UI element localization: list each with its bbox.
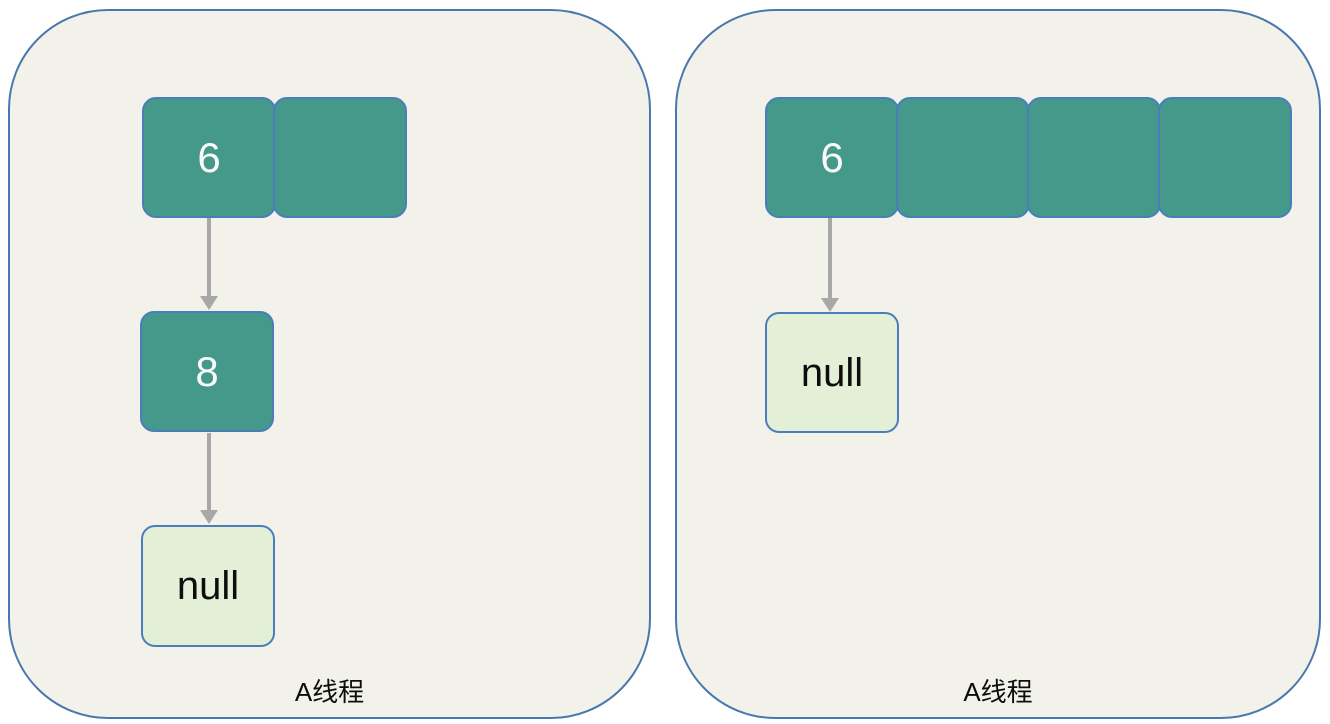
array-cell-empty — [1027, 97, 1161, 218]
panel-label: A线程 — [963, 677, 1033, 707]
null-node-value: null — [800, 350, 864, 395]
array-row: 6 — [142, 97, 407, 218]
arrow-head — [200, 296, 218, 310]
arrow-down-icon — [199, 433, 219, 524]
list-node: 8 — [140, 311, 274, 432]
arrow-head — [821, 298, 839, 312]
arrow-head — [200, 510, 218, 524]
list-node-value: 8 — [195, 347, 219, 395]
array-row: 6 — [765, 97, 1292, 218]
arrow-shaft — [207, 218, 211, 296]
array-cell-empty — [1158, 97, 1292, 218]
null-node: null — [765, 312, 899, 433]
panel-label: A线程 — [294, 677, 365, 707]
thread-panel-right: 6 null A线程 — [675, 9, 1321, 719]
thread-panel-left: 6 8 null A线程 — [8, 9, 651, 719]
array-cell-value: 6 — [820, 133, 844, 181]
null-node-value: null — [176, 564, 240, 608]
null-node: null — [141, 525, 275, 647]
arrow-shaft — [828, 218, 832, 298]
arrow-down-icon — [199, 218, 219, 310]
array-cell-empty — [273, 97, 407, 218]
array-cell: 6 — [765, 97, 899, 218]
array-cell-value: 6 — [197, 133, 221, 181]
array-cell-empty — [896, 97, 1030, 218]
arrow-down-icon — [820, 218, 840, 312]
arrow-shaft — [207, 433, 211, 510]
array-cell: 6 — [142, 97, 276, 218]
